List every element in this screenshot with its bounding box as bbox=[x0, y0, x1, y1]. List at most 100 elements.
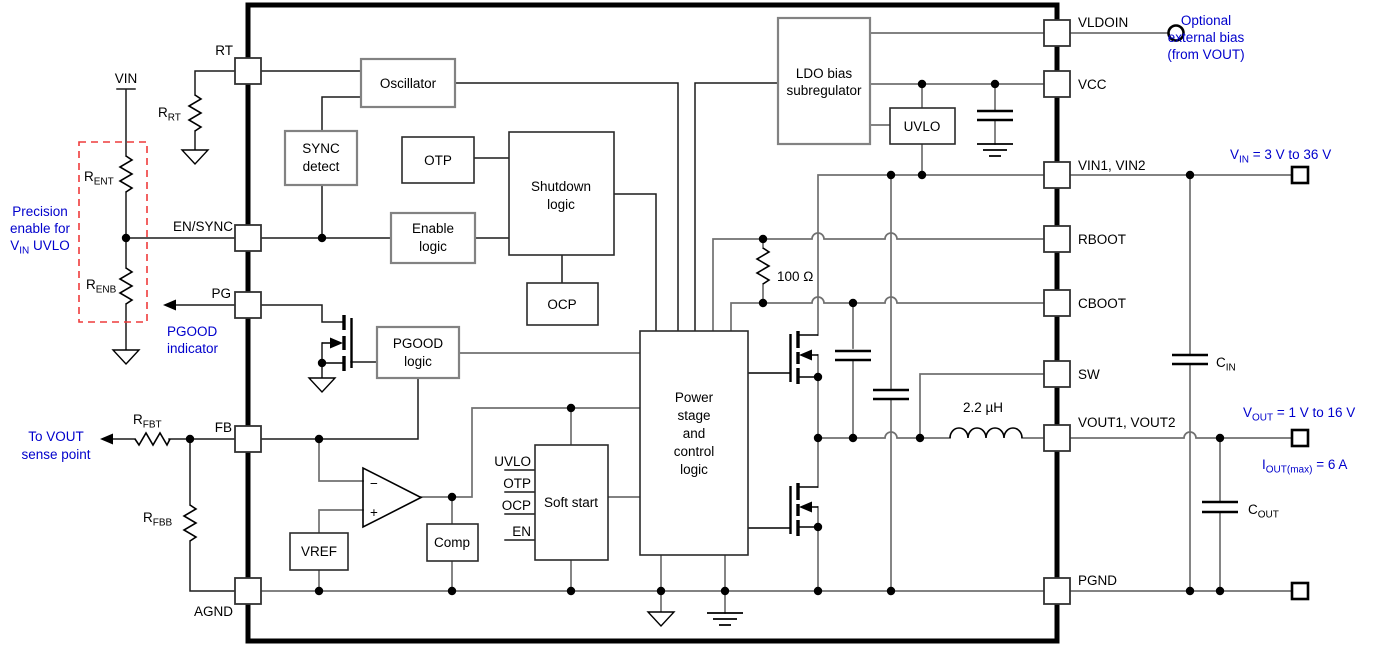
block-power-stage: Power stage and control logic bbox=[639, 330, 749, 556]
resistor-rfbt-icon bbox=[134, 431, 171, 447]
wires-dark bbox=[108, 70, 779, 592]
resistor-rrt-icon bbox=[187, 94, 203, 132]
block-shutdown-label2: logic bbox=[547, 197, 575, 212]
r-100ohm-label: 100 Ω bbox=[777, 269, 813, 284]
c-out-label: COUT bbox=[1248, 502, 1279, 521]
capacitor-cin-icon bbox=[1172, 353, 1208, 366]
soft-start-input-labels: UVLO OTP OCP EN bbox=[494, 454, 531, 539]
c-in-label: CIN bbox=[1216, 355, 1236, 374]
block-oscillator-label: Oscillator bbox=[380, 76, 437, 91]
block-vref-label: VREF bbox=[301, 544, 337, 559]
capacitor-cout-icon bbox=[1202, 500, 1238, 514]
annotation-optional-line2: external bias bbox=[1168, 30, 1245, 45]
annotation-precision-line2: enable for bbox=[10, 221, 71, 236]
block-oscillator: Oscillator bbox=[359, 57, 457, 109]
annotation-tovout-line2: sense point bbox=[21, 447, 90, 462]
ground-icon-powerstage bbox=[646, 611, 676, 628]
annotation-tovout-line1: To VOUT bbox=[28, 429, 84, 444]
earth-ground-icon-vcc bbox=[977, 143, 1013, 157]
annotation-vout-range: VOUT = 1 V to 16 V bbox=[1243, 405, 1355, 424]
pin-fb-label: FB bbox=[215, 420, 232, 435]
pin-pgnd-label: PGND bbox=[1078, 573, 1117, 588]
block-comp: Comp bbox=[426, 523, 479, 562]
pin-agnd bbox=[234, 577, 262, 605]
resistor-rent-icon bbox=[118, 155, 134, 193]
pin-rt-label: RT bbox=[215, 43, 233, 58]
soft-start-input-otp: OTP bbox=[503, 476, 531, 491]
pin-sw bbox=[1043, 360, 1071, 388]
block-sync-detect-label1: SYNC bbox=[302, 141, 340, 156]
r-enb-label: RENB bbox=[86, 277, 117, 296]
annotation-optional-line3: (from VOUT) bbox=[1167, 47, 1244, 62]
block-uvlo: UVLO bbox=[889, 107, 956, 145]
pin-rboot bbox=[1043, 225, 1071, 253]
block-shutdown-logic: Shutdown logic bbox=[508, 131, 615, 256]
r-fbb-label: RFBB bbox=[143, 510, 173, 529]
pin-agnd-label: AGND bbox=[194, 604, 233, 619]
annotation-vin-range: VIN = 3 V to 36 V bbox=[1230, 147, 1331, 166]
error-amplifier: − + bbox=[362, 466, 423, 529]
annotation-precision-line3: VIN UVLO bbox=[10, 238, 70, 257]
annotation-optional-line1: Optional bbox=[1181, 13, 1231, 28]
block-enable-label1: Enable bbox=[412, 221, 454, 236]
block-power-stage-label3: and bbox=[683, 426, 706, 441]
block-pgood-label2: logic bbox=[404, 354, 432, 369]
component-labels: VIN RRT RENT RENB RFBT RFBB 100 Ω 2.2 µH… bbox=[84, 71, 1279, 529]
pin-vout12 bbox=[1043, 424, 1071, 452]
pin-pg-label: PG bbox=[211, 286, 231, 301]
r-fbt-label: RFBT bbox=[133, 412, 162, 431]
block-uvlo-label: UVLO bbox=[904, 119, 941, 134]
ground-icon-rrt bbox=[180, 149, 210, 166]
pin-cboot-label: CBOOT bbox=[1078, 296, 1126, 311]
block-power-stage-label2: stage bbox=[677, 408, 710, 423]
precision-enable-highlight bbox=[78, 141, 148, 323]
pins-left: RT EN/SYNC PG FB AGND bbox=[173, 43, 262, 619]
wires-gray bbox=[260, 32, 1293, 614]
pin-rt bbox=[234, 57, 262, 85]
ground-icon-pgfet bbox=[307, 377, 337, 394]
fb-arrow-icon bbox=[100, 433, 113, 445]
pin-rboot-label: RBOOT bbox=[1078, 232, 1126, 247]
earth-ground-icon-powerstage bbox=[707, 612, 743, 626]
pin-vcc bbox=[1043, 70, 1071, 98]
amp-plus-label: + bbox=[370, 505, 378, 520]
pin-vin12-label: VIN1, VIN2 bbox=[1078, 158, 1146, 173]
block-ldo-label1: LDO bias bbox=[796, 66, 853, 81]
block-pgood-label1: PGOOD bbox=[393, 336, 444, 351]
block-enable-logic: Enable logic bbox=[389, 211, 477, 265]
block-otp: OTP bbox=[401, 136, 475, 184]
capacitor-vcc-icon bbox=[977, 109, 1013, 122]
resistor-rfbb-icon bbox=[182, 504, 198, 542]
vin-net-label: VIN bbox=[115, 71, 138, 86]
r-ent-label: RENT bbox=[84, 169, 114, 188]
annotation-precision-line1: Precision bbox=[12, 204, 68, 219]
pin-en-sync bbox=[234, 224, 262, 252]
mosfet-highside-icon bbox=[748, 331, 818, 384]
junction-dots bbox=[121, 79, 1225, 596]
pin-en-sync-label: EN/SYNC bbox=[173, 219, 233, 234]
block-ldo-label2: subregulator bbox=[786, 83, 862, 98]
vout-terminal bbox=[1290, 428, 1310, 448]
annotation-iout-max: IOUT(max) = 6 A bbox=[1262, 457, 1347, 476]
block-power-stage-label1: Power bbox=[675, 390, 714, 405]
block-power-stage-label5: logic bbox=[680, 462, 708, 477]
block-comp-label: Comp bbox=[434, 535, 470, 550]
pin-sw-label: SW bbox=[1078, 367, 1100, 382]
r-rt-label: RRT bbox=[158, 105, 181, 124]
annotation-pgood-line2: indicator bbox=[167, 341, 219, 356]
block-otp-label: OTP bbox=[424, 153, 452, 168]
block-pgood-logic: PGOOD logic bbox=[375, 325, 461, 380]
pin-vin12 bbox=[1043, 161, 1071, 189]
annotations: Precision enable for VIN UVLO PGOOD indi… bbox=[10, 13, 1355, 476]
inductor-icon bbox=[949, 427, 1023, 439]
soft-start-input-uvlo: UVLO bbox=[494, 454, 531, 469]
mosfet-lowside-icon bbox=[748, 483, 818, 536]
pin-pg bbox=[234, 291, 262, 319]
block-ocp-label: OCP bbox=[547, 297, 576, 312]
resistor-renb-icon bbox=[118, 267, 134, 305]
vin-terminal bbox=[1290, 165, 1310, 185]
pin-cboot bbox=[1043, 289, 1071, 317]
block-ocp: OCP bbox=[526, 282, 599, 326]
resistor-100ohm-icon bbox=[755, 238, 771, 304]
